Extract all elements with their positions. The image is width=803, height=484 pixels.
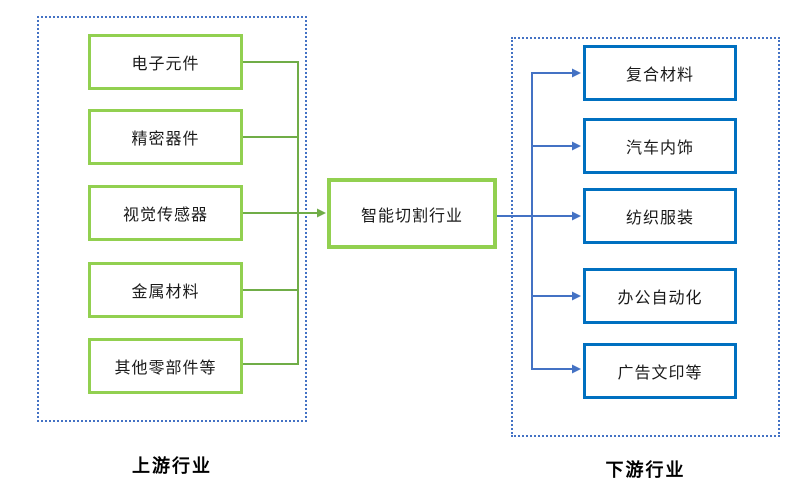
upstream-box-metal-materials: 金属材料 [88,262,243,318]
downstream-box-office-automation: 办公自动化 [583,268,737,324]
center-box-intelligent-cutting-industry: 智能切割行业 [327,178,497,249]
upstream-section-label: 上游行业 [132,456,212,476]
upstream-box-vision-sensors: 视觉传感器 [88,185,243,241]
upstream-box-electronic-components: 电子元件 [88,34,243,90]
downstream-box-auto-interiors: 汽车内饰 [583,118,737,174]
downstream-box-advertising-printing: 广告文印等 [583,343,737,399]
downstream-container [511,37,780,437]
downstream-box-textile-apparel: 纺织服装 [583,188,737,244]
upstream-box-precision-parts: 精密器件 [88,109,243,165]
downstream-box-composite-materials: 复合材料 [583,45,737,101]
downstream-section-label: 下游行业 [605,460,686,480]
upstream-container [37,16,307,422]
upstream-box-other-parts: 其他零部件等 [88,338,243,394]
